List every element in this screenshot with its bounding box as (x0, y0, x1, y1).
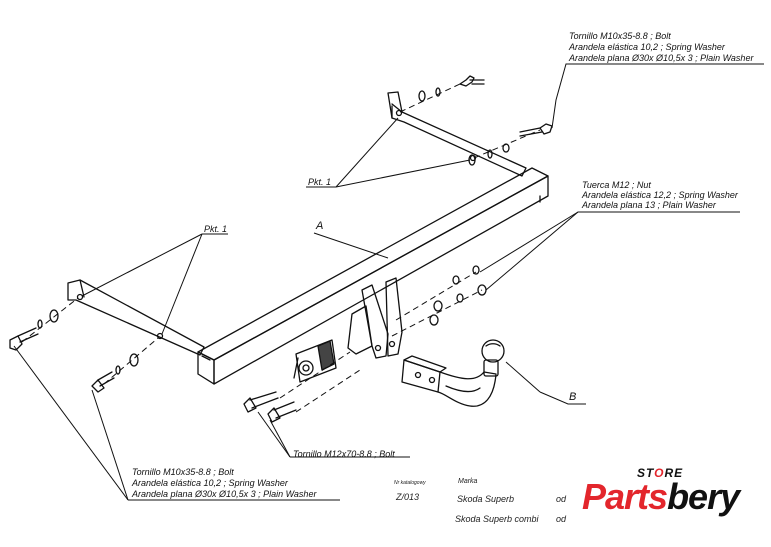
callout-top-washer-line3: Arandela plana Ø30x Ø10,5x 3 ; Plain Was… (569, 53, 754, 63)
nut-washer-group (429, 265, 487, 326)
brand-header: Marka (458, 478, 478, 485)
callout-top-bolt-line1: Tornillo M10x35-8.8 ; Bolt (569, 31, 671, 41)
brand-row-1-suffix: od (556, 494, 567, 504)
callout-m12-bolt: Tornillo M12x70-8.8 ; Bolt (293, 449, 395, 459)
callout-top-washer-line2: Arandela elástica 10,2 ; Spring Washer (569, 42, 725, 52)
left-bracket (67, 279, 205, 356)
assembly-dashed-lines (21, 83, 541, 413)
logo-store: STORE (637, 466, 684, 480)
logo-partsbery: Partsbery (582, 476, 740, 517)
callout-bottom-washer-line2: Arandela elástica 10,2 ; Spring Washer (132, 478, 288, 488)
left-bolts (9, 309, 139, 393)
top-right-bolts (418, 75, 553, 166)
crossbar-tube (197, 167, 549, 385)
brand-row-1: Skoda Superb (457, 494, 515, 504)
pkt-top-label: Pkt. 1 (308, 177, 332, 187)
brand-row-2: Skoda Superb combi (455, 514, 539, 524)
brand-row-2-suffix: od (556, 514, 567, 524)
label-a: A (316, 220, 324, 232)
m12-bolts (243, 391, 297, 423)
callout-nut-line1: Tuerca M12 ; Nut (582, 180, 651, 190)
label-b: B (569, 391, 577, 403)
callout-nut-line3: Arandela plana 13 ; Plain Washer (582, 200, 716, 210)
pkt-left-label: Pkt. 1 (204, 224, 228, 234)
right-bracket (387, 91, 527, 177)
tow-ball-assembly (401, 339, 505, 407)
callout-bottom-washer-line3: Arandela plana Ø30x Ø10,5x 3 ; Plain Was… (132, 489, 317, 499)
callout-nut-line2: Arandela elástica 12,2 ; Spring Washer (582, 190, 738, 200)
leader-lines (13, 63, 764, 501)
callout-bottom-bolt-line1: Tornillo M10x35-8.8 ; Bolt (132, 467, 234, 477)
socket-plate (293, 339, 337, 383)
catalog-value: Z/013 (396, 492, 420, 502)
catalog-header: Nr katalogowy (394, 480, 426, 486)
center-bracket (347, 277, 403, 359)
